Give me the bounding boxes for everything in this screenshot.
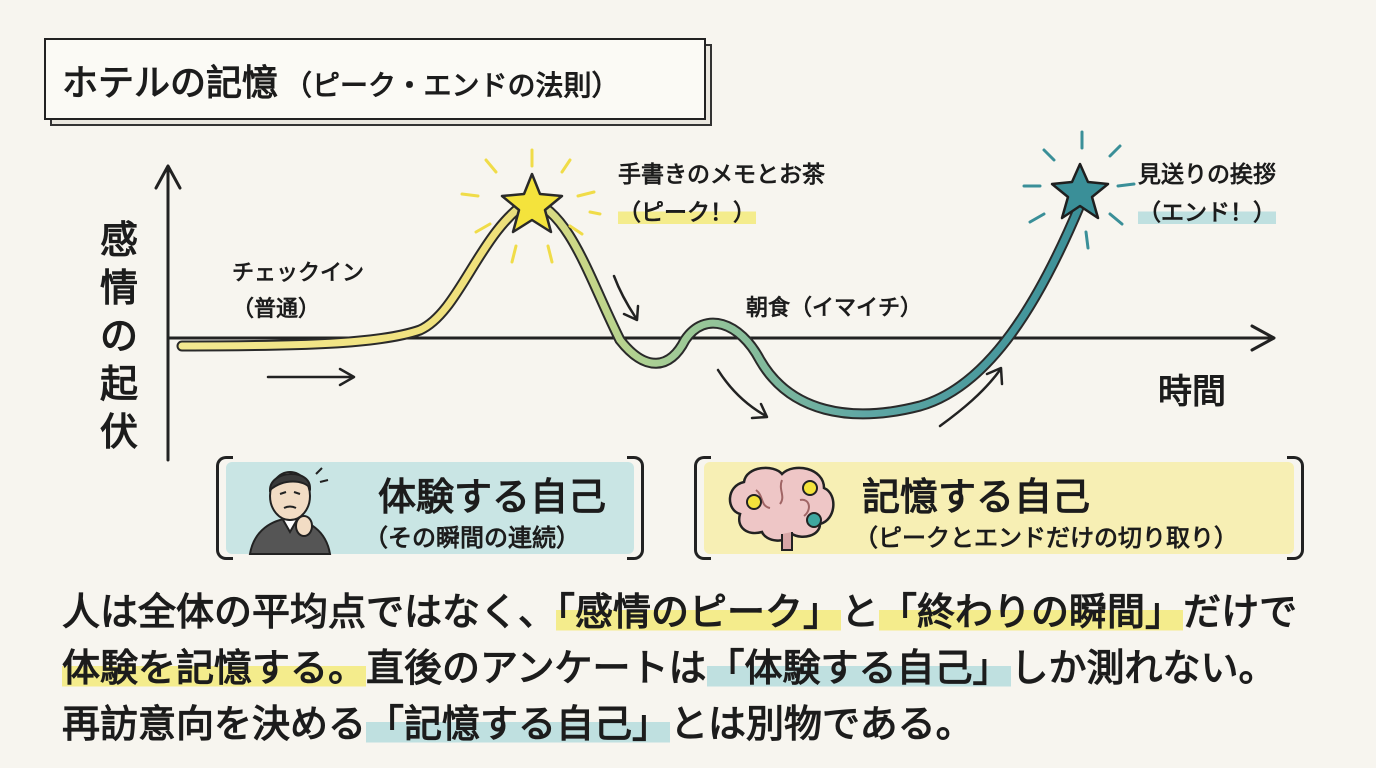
title-main: ホテルの記憶 (62, 63, 279, 104)
x-axis-label: 時間 (1158, 372, 1226, 412)
experiencing-self-subtitle: （その瞬間の連続） (364, 524, 580, 552)
title-box: ホテルの記憶（ピーク・エンドの法則） (44, 38, 712, 126)
experiencing-self-title: 体験する自己 (378, 475, 607, 519)
remembering-self-title: 記憶する自己 (862, 475, 1091, 519)
checkin-annotation: チェックイン （普通） (232, 261, 365, 322)
direction-arrow-1 (266, 367, 356, 387)
title-subtitle: （ピーク・エンドの法則） (284, 69, 620, 102)
direction-arrow-2 (612, 274, 640, 322)
brain-icon (728, 466, 835, 551)
y-axis-label: 感情の起伏 (99, 218, 138, 454)
direction-arrow-4 (938, 366, 1004, 428)
peak-star-icon (460, 148, 602, 264)
experiencing-self-box: 体験する自己 （その瞬間の連続） (216, 456, 644, 560)
summary-line-1: 人は全体の平均点ではなく、「感情のピーク」と「終わりの瞬間」だけで (62, 590, 1298, 634)
worried-person-icon (248, 467, 332, 555)
remembering-self-subtitle: （ピークとエンドだけの切り取り） (854, 524, 1238, 552)
peak-annotation: 手書きのメモとお茶 （ピーク！） (618, 162, 825, 226)
summary-text: 人は全体の平均点ではなく、「感情のピーク」と「終わりの瞬間」だけで 体験を記憶す… (62, 584, 1342, 752)
page-title: ホテルの記憶（ピーク・エンドの法則） (58, 54, 620, 106)
y-axis (154, 164, 182, 462)
summary-line-3: 再訪意向を決める「記憶する自己」とは別物である。 (62, 702, 974, 746)
remembering-self-box: 記憶する自己 （ピークとエンドだけの切り取り） (694, 456, 1304, 560)
direction-arrow-3 (716, 368, 769, 420)
breakfast-annotation: 朝食（イマイチ） (746, 296, 923, 321)
summary-line-2: 体験を記憶する。直後のアンケートは「体験する自己」しか測れない。 (62, 646, 1277, 690)
end-annotation: 見送りの挨拶 （エンド！） (1138, 162, 1276, 226)
emotion-curve (176, 194, 1086, 420)
end-star-icon (1022, 130, 1136, 250)
